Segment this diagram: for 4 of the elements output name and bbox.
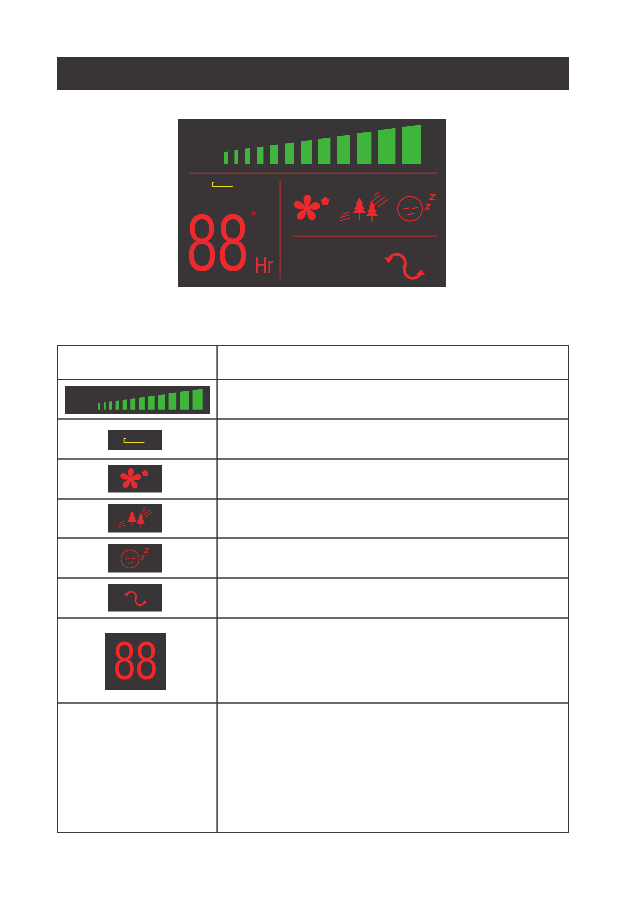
degree-sign: ° (252, 212, 256, 216)
hours-unit: Hr (256, 258, 274, 274)
segment-digits: 88 (189, 214, 246, 272)
digit-display: 88 (105, 633, 166, 690)
